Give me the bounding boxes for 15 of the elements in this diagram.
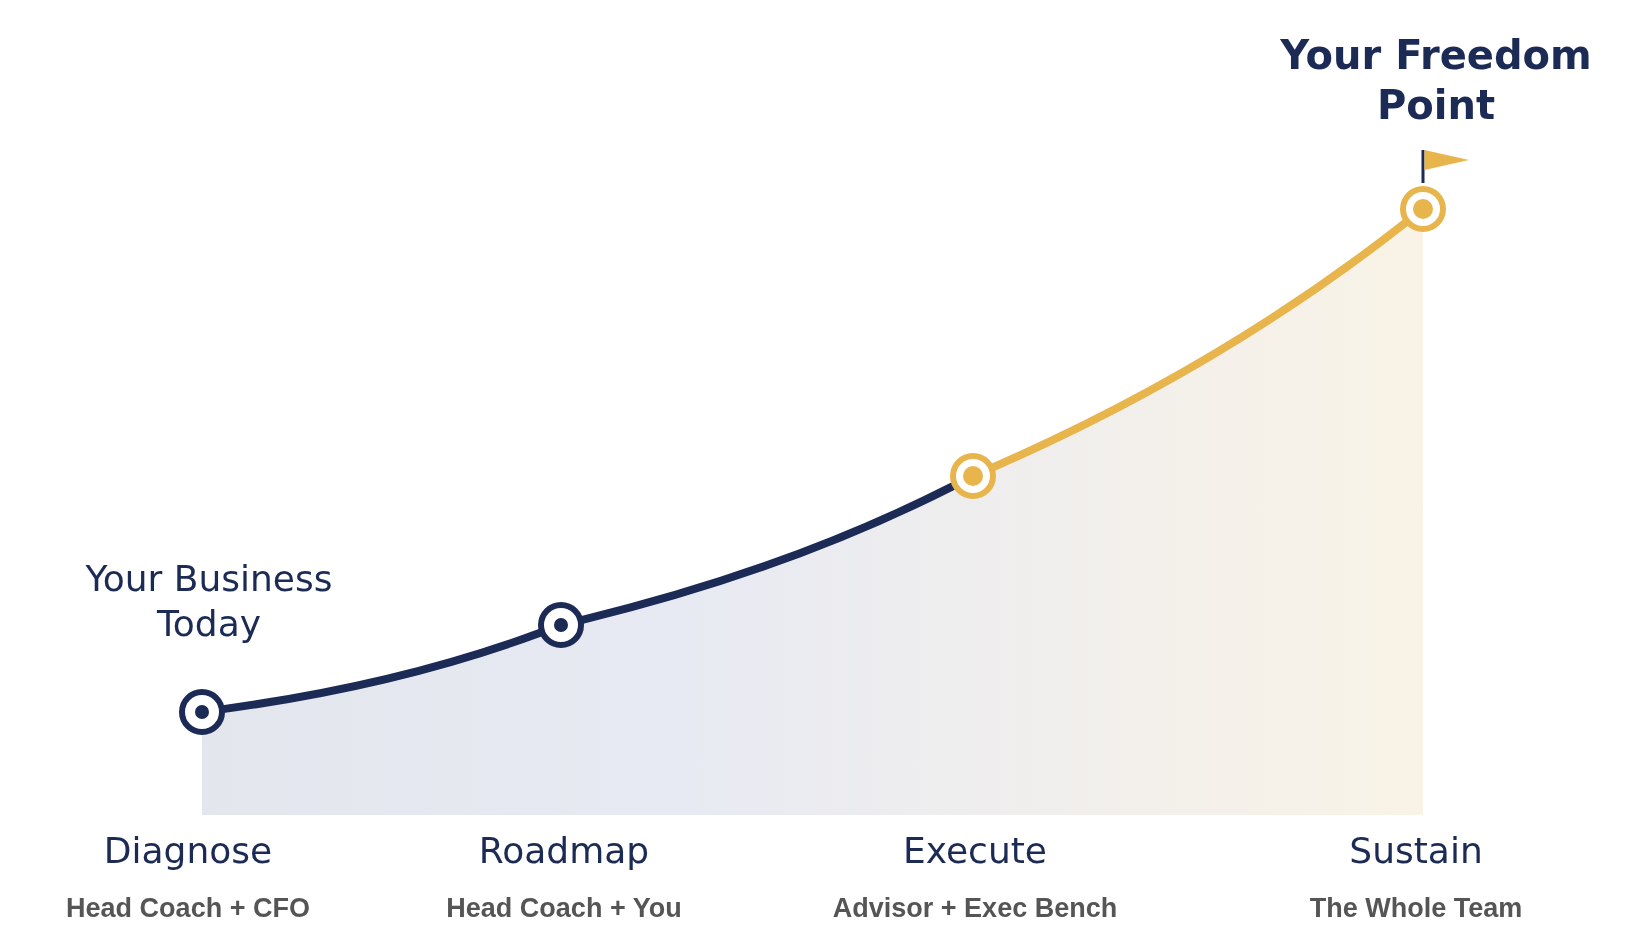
- stage-team: Head Coach + You: [446, 893, 682, 924]
- milestone-marker: [950, 453, 996, 499]
- curve-line: [990, 219, 1409, 471]
- stage-name: Roadmap: [478, 830, 650, 871]
- milestone-caption: Your Freedom Point: [1279, 31, 1593, 130]
- milestone-caption: Your Business Today: [84, 557, 334, 646]
- stage-team: Advisor + Exec Bench: [832, 893, 1118, 924]
- milestone-marker: [179, 689, 225, 735]
- stage-name: Diagnose: [103, 830, 273, 871]
- milestone-marker: [538, 602, 584, 648]
- stage-team: The Whole Team: [1309, 893, 1523, 924]
- stage-team: Head Coach + CFO: [66, 893, 310, 924]
- stage-name: Sustain: [1349, 830, 1483, 871]
- milestone-marker: [1400, 186, 1446, 232]
- stage-name: Execute: [903, 830, 1047, 871]
